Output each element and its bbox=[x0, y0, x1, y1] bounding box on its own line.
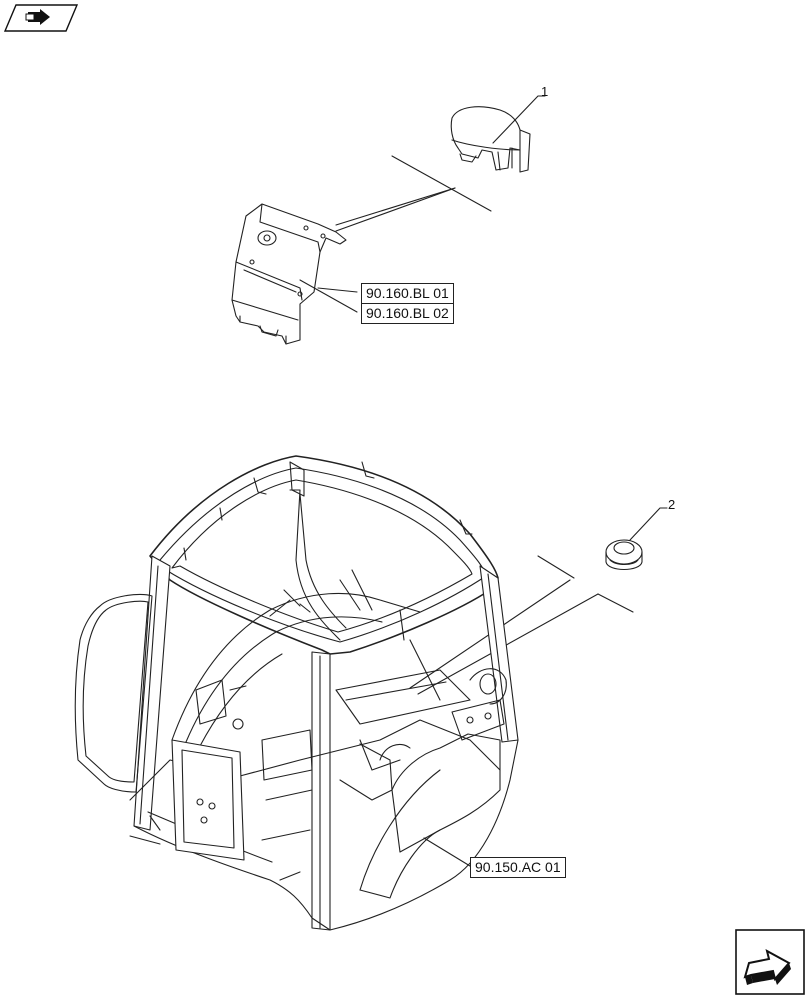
prev-page-arrow-icon[interactable] bbox=[3, 4, 79, 32]
reference-90-160-bl-01[interactable]: 90.160.BL 01 bbox=[361, 283, 454, 304]
reference-90-160-bl-02[interactable]: 90.160.BL 02 bbox=[361, 303, 454, 324]
next-page-arrow-icon[interactable] bbox=[735, 929, 805, 995]
cab-frame bbox=[74, 455, 519, 931]
reference-90-150-ac-01[interactable]: 90.150.AC 01 bbox=[470, 857, 566, 878]
callout-item-1: 1 bbox=[541, 84, 549, 99]
callout-item-2: 2 bbox=[668, 497, 676, 512]
part-2-grommet bbox=[605, 539, 643, 571]
part-1-cover bbox=[450, 106, 531, 173]
panel-part bbox=[231, 203, 347, 345]
